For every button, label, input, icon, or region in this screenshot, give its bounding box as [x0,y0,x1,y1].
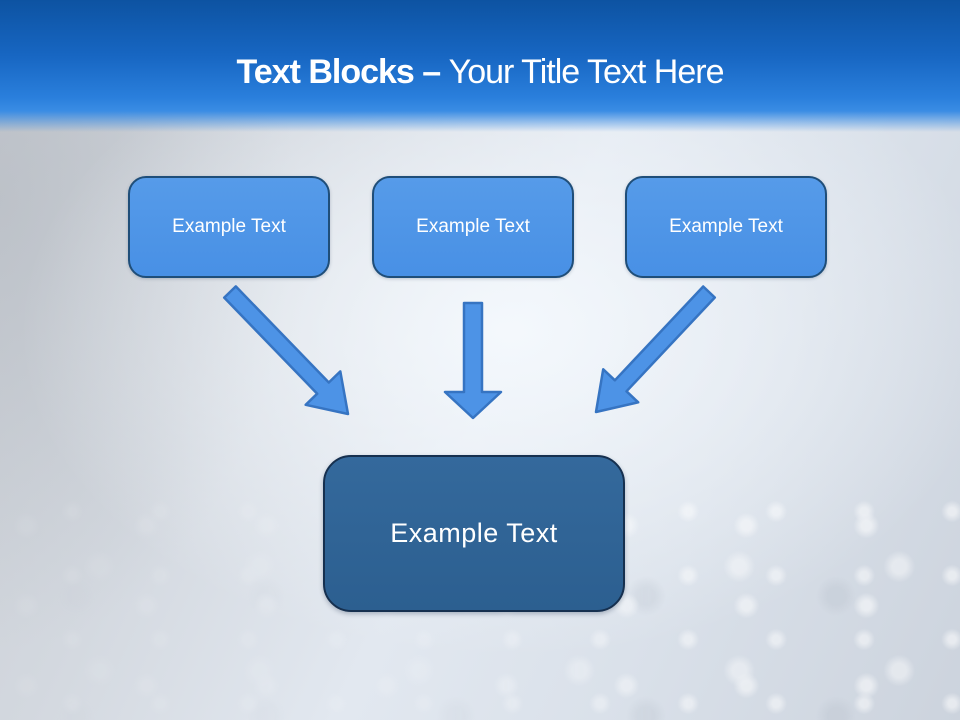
title-bold-text: Text Blocks [236,53,415,91]
title-separator: – [413,53,449,91]
text-block-2-label: Example Text [416,216,530,237]
arrow-down-icon [443,301,503,420]
text-block-2: Example Text [372,176,574,278]
slide-title: Text Blocks – Your Title Text Here [0,52,960,92]
header-band [0,0,960,132]
text-block-1-label: Example Text [172,216,286,237]
target-block: Example Text [323,455,625,612]
title-light-text: Your Title Text Here [448,53,725,91]
arrow-down-right-icon [222,285,350,416]
text-block-3: Example Text [625,176,827,278]
target-block-label: Example Text [390,518,558,548]
text-block-1: Example Text [128,176,330,278]
text-block-3-label: Example Text [669,216,783,237]
arrow-down-left-icon [594,285,717,414]
